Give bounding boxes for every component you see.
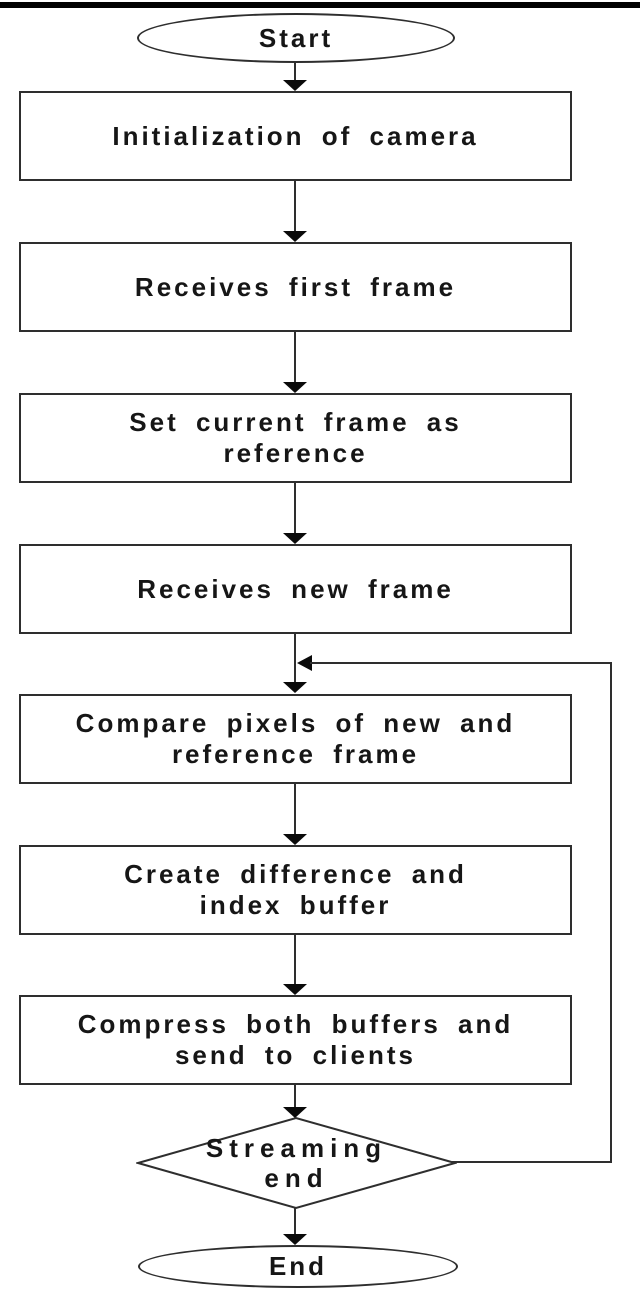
process-label-line2: index buffer — [199, 890, 392, 920]
connector-decision-end — [294, 1208, 296, 1235]
connector-start-init — [294, 63, 296, 82]
end-node-label: End — [268, 1251, 328, 1281]
connector-compare-diffbuffer — [294, 784, 296, 834]
arrowhead-decision-end — [283, 1234, 307, 1245]
process-label: Receives new frame — [137, 573, 454, 604]
process-compress-and-send: Compress both buffers and send to client… — [19, 995, 572, 1085]
process-label-line1: Compare pixels of new and — [75, 708, 516, 738]
connector-init-firstframe — [294, 181, 296, 231]
arrowhead-init-firstframe — [283, 231, 307, 242]
process-label-line2: reference — [223, 438, 368, 468]
decision-streaming-end — [136, 1116, 457, 1210]
process-create-difference-index-buffer: Create difference and index buffer — [19, 845, 572, 935]
arrowhead-setref-newframe — [283, 533, 307, 544]
loop-top-hline — [310, 662, 612, 664]
connector-compress-decision — [294, 1085, 296, 1108]
loop-bottom-hline — [452, 1161, 612, 1163]
process-initialization-of-camera: Initialization of camera — [19, 91, 572, 181]
loop-right-vline — [610, 662, 612, 1163]
decision-label-line1: Streaming — [205, 1133, 388, 1163]
decision-label-line2: end — [264, 1163, 329, 1193]
arrowhead-start-init — [283, 80, 307, 91]
connector-newframe-compare — [294, 634, 296, 682]
process-compare-pixels: Compare pixels of new and reference fram… — [19, 694, 572, 784]
process-label: Receives first frame — [134, 271, 457, 302]
arrowhead-firstframe-setref — [283, 382, 307, 393]
page-top-border — [0, 2, 640, 8]
process-label-line2: reference frame — [171, 739, 420, 769]
process-receives-new-frame: Receives new frame — [19, 544, 572, 634]
process-label-line1: Compress both buffers and — [77, 1009, 514, 1039]
connector-firstframe-setref — [294, 332, 296, 382]
end-node: End — [138, 1245, 458, 1288]
start-node: Start — [137, 13, 455, 63]
process-label-line2: send to clients — [174, 1040, 417, 1070]
process-receives-first-frame: Receives first frame — [19, 242, 572, 332]
process-set-current-frame-as-reference: Set current frame as reference — [19, 393, 572, 483]
arrowhead-newframe-compare — [283, 682, 307, 693]
arrowhead-compare-diffbuffer — [283, 834, 307, 845]
process-label-line1: Create difference and — [124, 859, 467, 889]
connector-diffbuffer-compress — [294, 935, 296, 984]
process-label: Initialization of camera — [112, 120, 479, 151]
start-node-label: Start — [258, 22, 334, 53]
arrowhead-loop-into-junction — [297, 655, 312, 671]
arrowhead-diffbuffer-compress — [283, 984, 307, 995]
arrowhead-compress-decision — [283, 1107, 307, 1118]
decision-label-group: Streaming end — [136, 1116, 457, 1210]
process-label-line1: Set current frame as — [129, 407, 462, 437]
connector-setref-newframe — [294, 483, 296, 533]
